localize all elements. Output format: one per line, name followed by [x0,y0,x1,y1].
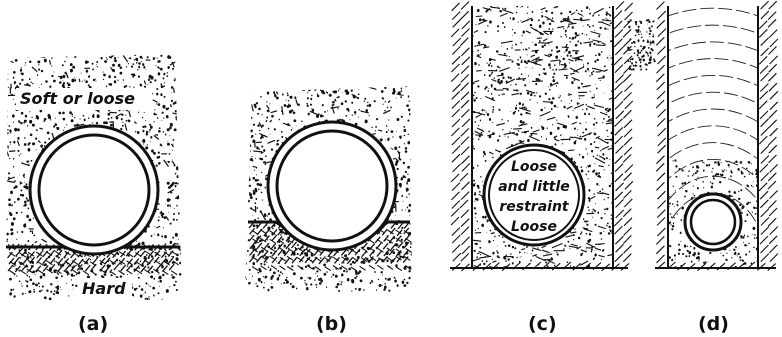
panel-b: (b) [244,85,416,335]
panel-a-caption: (a) [78,313,108,335]
panel-d-caption: (d) [698,313,729,335]
panel-c-label-loose-top: Loose [511,159,557,175]
panel-c-caption: (c) [528,313,557,335]
panel-b-caption: (b) [316,313,347,335]
panel-a: Soft or loose Hard (a) [5,53,185,335]
panel-b-pipe-inner [277,131,387,241]
panel-c-label-and-little: and little [498,179,570,195]
panel-c-label-loose-bottom: Loose [511,219,557,235]
panel-a-label-hard: Hard [82,279,126,298]
panel-c-label-restraint: restraint [499,199,570,215]
panel-d-pipe-inner [691,200,735,244]
narrow-gap-stipple [627,19,656,71]
panel-a-label-soft-or-loose: Soft or loose [20,89,135,108]
panel-a-pipe-inner [39,135,149,245]
panel-c: Loose and little restraint Loose (c) [450,2,633,336]
